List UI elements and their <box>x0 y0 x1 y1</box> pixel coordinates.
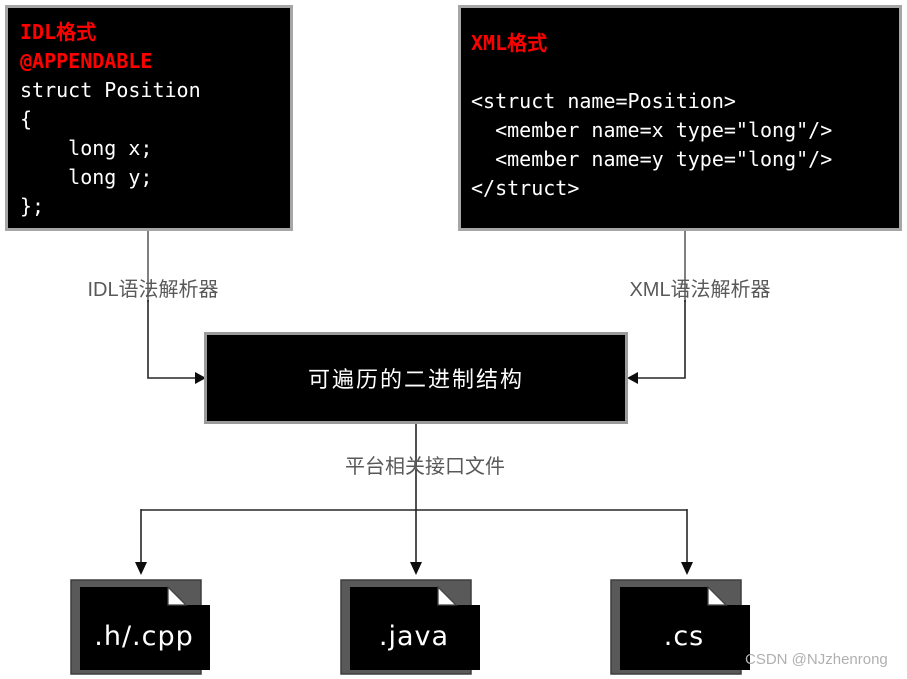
binary-structure-box: 可遍历的二进制结构 <box>204 332 628 424</box>
code-line: <member name=y type="long"/> <box>471 147 833 171</box>
arrowhead-left-icon <box>627 372 638 384</box>
xml-box-title: XML格式 <box>471 31 548 55</box>
idl-box-title: IDL格式 <box>20 20 97 44</box>
document-icon <box>340 579 480 675</box>
xml-code-box: XML格式 <struct name=Position> <member nam… <box>458 5 902 231</box>
code-line: long x; <box>20 136 153 160</box>
arrowhead-down-icon <box>135 562 147 575</box>
idl-parser-label: IDL语法解析器 <box>87 279 219 301</box>
code-line: </struct> <box>471 176 580 200</box>
code-line: }; <box>20 194 45 218</box>
platform-files-label: 平台相关接口文件 <box>345 456 505 478</box>
file-label: .h/.cpp <box>94 620 194 652</box>
code-line: <struct name=Position> <box>471 89 736 113</box>
file-label: .cs <box>663 620 705 652</box>
arrowhead-right-icon <box>195 372 206 384</box>
file-icon-cs: .cs <box>610 577 752 675</box>
arrowhead-down-icon <box>681 562 693 575</box>
code-line: struct Position <box>20 78 201 102</box>
arrowhead-down-icon <box>410 562 422 575</box>
xml-parser-label: XML语法解析器 <box>629 279 771 301</box>
document-icon <box>70 579 210 675</box>
file-icon-java: .java <box>340 577 482 675</box>
code-line: { <box>20 107 33 131</box>
file-label: .java <box>378 620 450 652</box>
code-line: long y; <box>20 165 153 189</box>
idl-code-box: IDL格式 @APPENDABLE struct Position { long… <box>5 5 293 231</box>
idl-annotation-line: @APPENDABLE <box>20 49 153 73</box>
file-icon-hcpp: .h/.cpp <box>70 577 212 675</box>
binary-structure-label: 可遍历的二进制结构 <box>307 367 524 392</box>
code-line: <member name=x type="long"/> <box>471 118 833 142</box>
watermark: CSDN @NJzhenrong <box>745 651 888 668</box>
document-icon <box>610 579 750 675</box>
